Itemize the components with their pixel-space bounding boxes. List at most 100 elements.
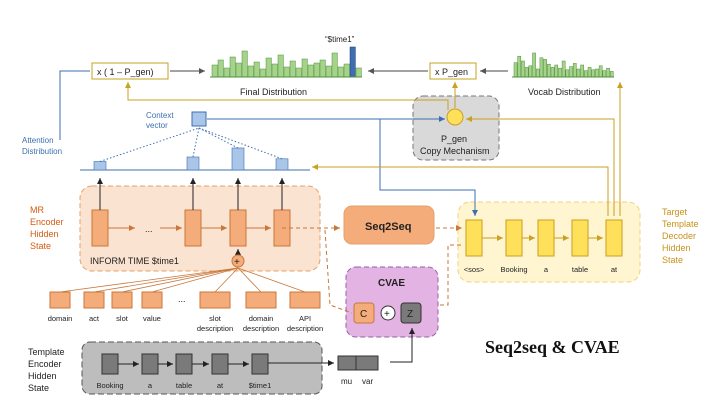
histogram-bar — [532, 52, 536, 78]
mr-input-label: act — [89, 314, 100, 323]
pgen-region — [412, 95, 500, 161]
histogram-bar — [241, 50, 248, 78]
seq2seq-box — [343, 205, 435, 245]
histogram-bar — [259, 68, 266, 78]
histogram-bar — [331, 52, 338, 78]
histogram-bar — [580, 64, 584, 78]
histogram-bar — [554, 64, 559, 78]
histogram-bar — [602, 70, 607, 78]
histogram-bar — [569, 66, 573, 78]
histogram-bar — [295, 67, 302, 78]
target-label-4: Hidden — [662, 243, 691, 253]
template-cell — [211, 353, 229, 375]
mr-input-line — [93, 267, 239, 293]
attention-bar — [186, 156, 200, 171]
attention-dotted-line — [99, 127, 200, 162]
histogram-bar — [283, 66, 290, 78]
mr-input-block — [289, 291, 321, 309]
histogram-bar — [513, 62, 518, 78]
attention-bar — [93, 161, 107, 171]
mr-input-line — [237, 267, 262, 293]
mu-var-to-z-line — [390, 328, 415, 363]
decoder-cell — [505, 219, 523, 257]
mr-input-label: domain — [48, 314, 73, 323]
final-distribution-histogram — [211, 46, 362, 78]
attention-label-2: Distribution — [22, 147, 62, 156]
histogram-bar — [277, 54, 284, 78]
template-cell — [175, 353, 193, 375]
time-token-label: “$time1” — [325, 35, 355, 44]
histogram-bar — [565, 69, 570, 78]
histogram-bar — [543, 59, 547, 78]
seq2seq-label: Seq2Seq — [365, 221, 411, 233]
template-cell — [251, 353, 269, 375]
mr-input-line — [214, 267, 239, 293]
histogram-bar — [319, 59, 326, 78]
attention-dotted-line — [192, 127, 200, 158]
template-label-2: Encoder — [28, 359, 62, 369]
mr-input-block — [141, 291, 163, 309]
histogram-bar — [598, 65, 603, 78]
histogram-bar — [539, 57, 544, 78]
context-vector-box — [191, 111, 207, 127]
mr-input-label: description — [243, 324, 279, 333]
histogram-bar — [521, 60, 525, 78]
mr-input-label: domain — [249, 314, 274, 323]
decoder-token-label: table — [572, 265, 588, 274]
histogram-bar — [337, 66, 344, 78]
cvae-z-box — [400, 302, 422, 324]
mr-label-1: MR — [30, 205, 44, 215]
mr-input-ellipsis: ... — [178, 294, 186, 304]
mr-input-line — [151, 267, 239, 293]
histogram-bar — [253, 61, 260, 78]
histogram-bar — [265, 57, 272, 78]
mr-encoder-cell — [184, 209, 202, 247]
mr-input-block — [245, 291, 277, 309]
histogram-bar — [355, 67, 362, 78]
mr-input-label: API — [299, 314, 311, 323]
histogram-bar — [535, 68, 540, 78]
cvae-to-decoder-line — [440, 244, 462, 306]
template-cell — [141, 353, 159, 375]
var-label: var — [362, 377, 373, 386]
histogram-bar — [271, 63, 278, 78]
decoder-cell — [537, 219, 555, 257]
template-token-label: a — [148, 381, 153, 390]
mr-encoder-cell — [229, 209, 247, 247]
one-minus-pgen-box — [91, 62, 169, 80]
decoder-cell — [571, 219, 589, 257]
mr-input-line — [237, 267, 306, 293]
histogram-bar — [325, 65, 332, 78]
decoder-cell — [465, 219, 483, 257]
inform-text: INFORM TIME $time1 — [90, 256, 179, 266]
target-label-1: Target — [662, 207, 688, 217]
histogram-bar — [247, 65, 254, 78]
decoder-token-label: at — [611, 265, 618, 274]
attention-label-1: Attention — [22, 136, 54, 145]
context-vector-label-2: vector — [146, 121, 168, 130]
mu-box — [337, 355, 357, 371]
mr-input-block — [49, 291, 71, 309]
template-token-label: $time1 — [249, 381, 272, 390]
cvae-c-label: C — [360, 309, 367, 320]
attention-dotted-lines — [99, 127, 283, 162]
pgen-label: P_gen — [441, 134, 467, 144]
pgen-multiplier-label: x P_gen — [435, 67, 468, 77]
decoder-token-label: <sos> — [464, 265, 485, 274]
attention-to-oneminus-line — [59, 70, 90, 140]
mr-label-3: Hidden — [30, 229, 59, 239]
input-sum-node — [231, 254, 245, 268]
histogram-bar — [561, 60, 566, 78]
decoder-token-label: a — [544, 265, 549, 274]
template-token-label: Booking — [96, 381, 123, 390]
histogram-bar — [307, 64, 314, 78]
histogram-bar — [517, 55, 522, 78]
mr-input-label: description — [197, 324, 233, 333]
mu-label: mu — [341, 377, 352, 386]
histogram-bar — [558, 67, 562, 78]
mr-label-4: State — [30, 241, 51, 251]
mr-input-block — [199, 291, 231, 309]
